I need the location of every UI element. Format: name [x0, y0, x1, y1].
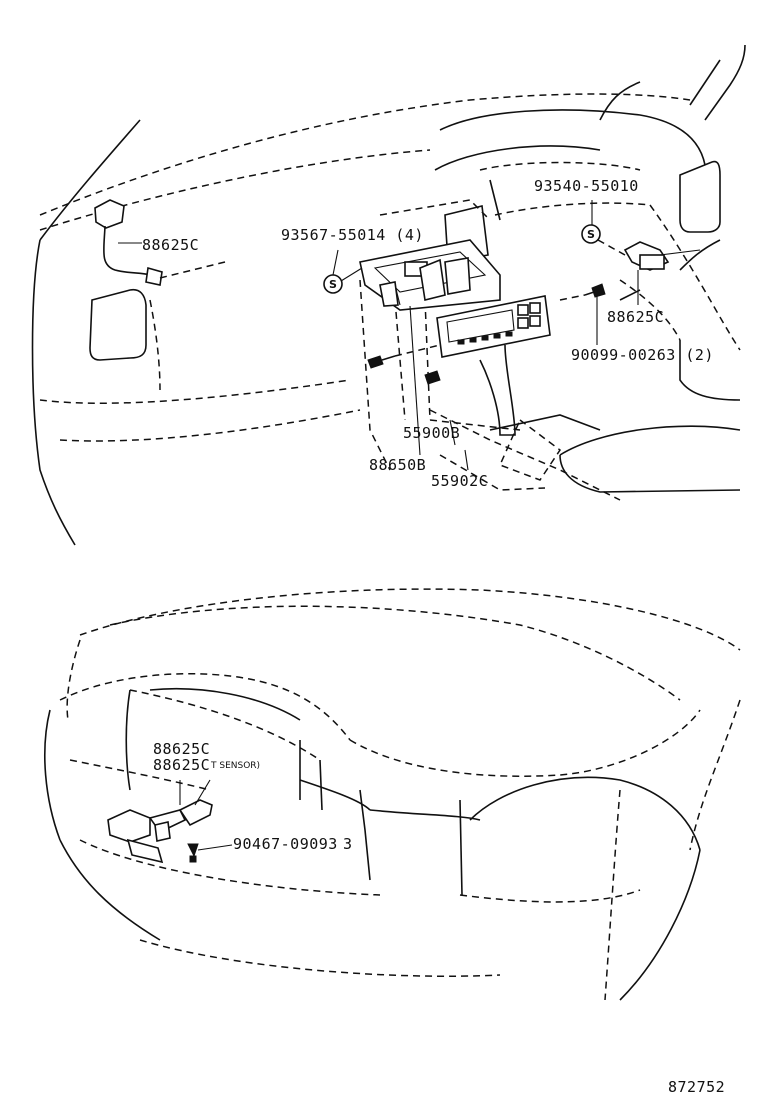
label-sensor-note: T SENSOR) [210, 761, 260, 771]
car-front-outline [44, 588, 741, 1001]
screw-mark-right: S [581, 200, 601, 244]
label-screw-right: 93540-55010 [534, 177, 639, 195]
label-sensor-b: 88625C [153, 756, 210, 774]
label-bolt-set: 93567-55014 (4) [281, 226, 424, 244]
climate-panel [436, 295, 551, 358]
screw-left [367, 344, 441, 369]
label-sensor-a: 88625C [153, 740, 210, 758]
label-lower-clip: 90467-09093 [233, 835, 338, 853]
screw-lower [424, 370, 441, 385]
leader-lines-upper [409, 270, 639, 471]
label-clip: 90099-00263 (2) [571, 346, 714, 364]
label-lower-clip-suffix: 3 [343, 835, 353, 853]
label-connector-left: 88625C [142, 236, 199, 254]
control-unit [359, 239, 501, 311]
screw-mark-left: S [323, 249, 363, 294]
sensor-clip [187, 843, 233, 863]
dashboard-outline [31, 44, 746, 546]
connector-right [597, 239, 701, 271]
label-control-unit: 88650B [369, 456, 426, 474]
label-connector-right: 88625C [607, 308, 664, 326]
figure-number: 872752 [668, 1078, 725, 1096]
label-panel-c: 55902C [431, 472, 488, 490]
clip-right [559, 283, 606, 301]
label-panel-a: 55900B [403, 424, 460, 442]
connector-left [94, 199, 226, 286]
screw-mark-left-label: S [329, 278, 337, 291]
screw-mark-right-label: S [587, 228, 595, 241]
ambient-sensor [107, 779, 213, 864]
